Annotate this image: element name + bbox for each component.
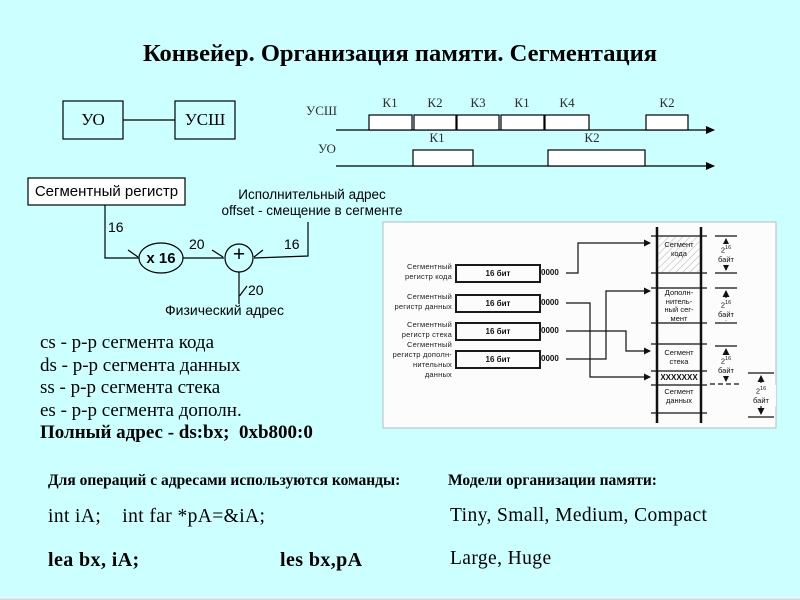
ush-box-label: УСШ: [184, 110, 226, 129]
slide-title: Конвейер. Организация памяти. Сегментаци…: [142, 40, 657, 67]
reg-value: 0000: [541, 298, 559, 307]
size-64k-label: 216 байт: [711, 299, 741, 320]
physical-address-label: Физический адрес: [165, 302, 284, 318]
scan-figure: [382, 221, 777, 429]
multiplier-node-label: х 16: [146, 250, 176, 267]
timing-diagram: [336, 114, 715, 170]
reg-width-label: 16 бит: [485, 269, 511, 278]
reg-width-label: 16 бит: [485, 355, 511, 364]
segment-registers-description: cs - р-р сегмента кода ds - р-р сегмента…: [40, 332, 313, 445]
bus-width-20-result: 20: [248, 282, 264, 298]
timing-row2-label: УО: [318, 141, 336, 156]
size-64k-label: 216 байт: [711, 244, 741, 265]
timing-k-label: К1: [514, 95, 530, 110]
timing-k-label: К3: [470, 95, 486, 110]
segment-register-box-label: Сегментный регистр: [34, 183, 179, 200]
segment-start-xxxx-label: ХХХХХХХ: [660, 373, 698, 382]
desc-line: ss - р-р сегмента стека: [40, 377, 221, 399]
memory-models-line1: Tiny, Small, Medium, Compact: [450, 505, 708, 526]
size-64k-label: 216 байт: [711, 355, 741, 376]
timing-row1-label: УСШ: [306, 103, 337, 118]
adder-node-label: +: [232, 243, 246, 266]
timing-k-label: К1: [382, 95, 398, 110]
timing-k-label: К2: [659, 95, 675, 110]
memory-models-heading: Модели организации памяти:: [448, 472, 657, 489]
timing-k-label: К2: [584, 130, 600, 145]
reg-value: 0000: [541, 354, 559, 363]
timing-k-label: К2: [427, 95, 443, 110]
desc-line: cs - р-р сегмента кода: [40, 332, 215, 353]
address-calc: [27, 177, 309, 304]
bus-width-16: 16: [108, 219, 124, 235]
bus-width-16-offset: 16: [284, 236, 300, 252]
timing-k-label: К1: [429, 130, 445, 145]
desc-line: ds - р-р сегмента данных: [40, 354, 241, 376]
slide-bottom-edge: [0, 597, 800, 600]
commands-declaration-line: int iA; int far *pA=&iA;: [48, 506, 266, 527]
commands-heading: Для операций с адресами используются ком…: [48, 472, 401, 489]
timing-k-label: К4: [559, 95, 575, 110]
full-address-line: Полный адрес - ds:bx; 0xb800:0: [40, 422, 313, 444]
les-command: les bx,pA: [280, 549, 363, 571]
executive-address-caption: Исполнительный адрес offset - смещение в…: [221, 187, 403, 218]
lea-command: lea bx, iA;: [48, 549, 140, 571]
bus-width-20: 20: [189, 236, 205, 252]
memory-models-line2: Large, Huge: [450, 548, 552, 569]
desc-line: es - р-р сегмента дополн.: [40, 399, 242, 421]
reg-width-label: 16 бит: [485, 299, 511, 308]
size-64k-label: 216 байт: [746, 385, 776, 406]
uo-box-label: УО: [81, 110, 105, 129]
reg-width-label: 16 бит: [485, 327, 511, 336]
reg-value: 0000: [541, 326, 559, 335]
segment-extra-label: Дополн-нитель- ный сег-мент: [664, 288, 694, 323]
reg-value: 0000: [541, 268, 559, 277]
uo-ush-block: [62, 100, 236, 140]
